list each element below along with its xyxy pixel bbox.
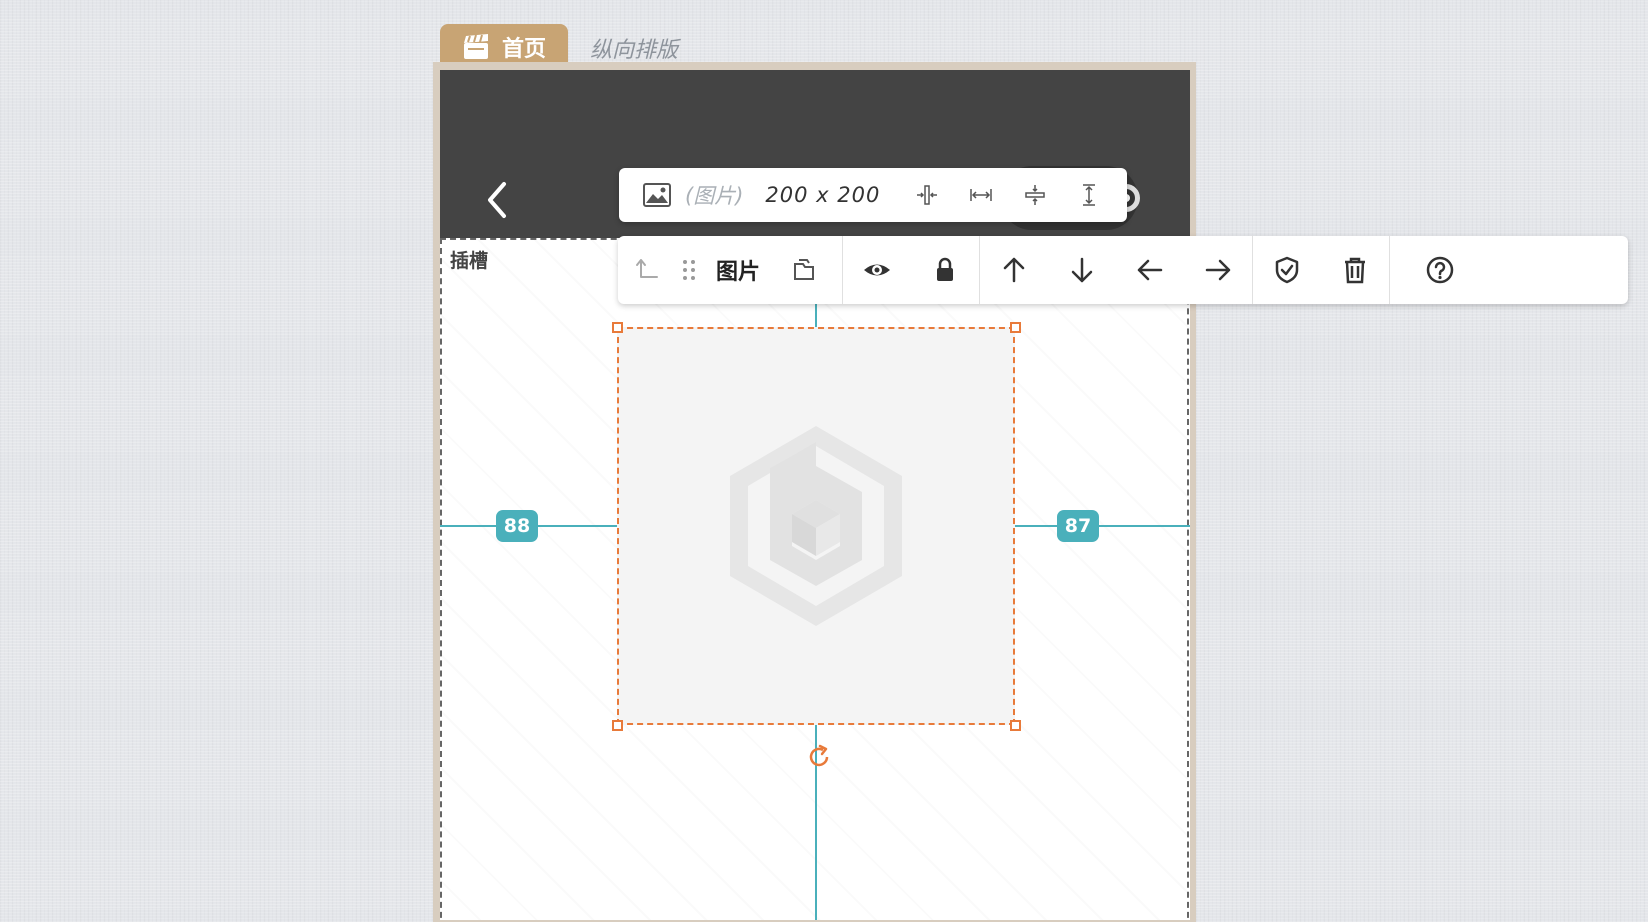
- help-circle-icon: [1426, 256, 1454, 284]
- select-parent-button[interactable]: [618, 236, 674, 304]
- element-toolbar: 图片: [618, 236, 1628, 304]
- copy-icon: [794, 259, 815, 280]
- placeholder-logo-icon: [730, 426, 902, 626]
- stretch-height-icon: [1083, 184, 1096, 206]
- toolbar-group-state: [843, 236, 981, 304]
- center-horizontal-button[interactable]: [913, 181, 941, 209]
- drag-handle-icon: [683, 260, 695, 280]
- element-size-label[interactable]: 200 x 200: [765, 183, 881, 207]
- stretch-width-button[interactable]: [967, 181, 995, 209]
- stretch-height-button[interactable]: [1075, 181, 1103, 209]
- resize-handle-top-right[interactable]: [1010, 322, 1021, 333]
- guide-line-bottom: [815, 725, 817, 920]
- align-center-horizontal-icon: [917, 185, 938, 205]
- clapperboard-icon: [463, 34, 488, 59]
- guide-line-right: [1015, 525, 1190, 527]
- level-up-icon: [636, 259, 658, 278]
- move-up-button[interactable]: [980, 236, 1048, 304]
- arrow-down-icon: [1071, 257, 1093, 283]
- rotate-icon[interactable]: [806, 744, 832, 770]
- image-property-toolbar: (图片) 200 x 200: [619, 168, 1127, 222]
- delete-button[interactable]: [1321, 236, 1389, 304]
- resize-handle-top-left[interactable]: [612, 322, 623, 333]
- visibility-button[interactable]: [843, 236, 911, 304]
- resize-handle-bottom-right[interactable]: [1010, 720, 1021, 731]
- image-icon: [643, 183, 671, 207]
- lock-button[interactable]: [911, 236, 979, 304]
- arrow-left-icon: [1137, 259, 1163, 281]
- measure-right-badge: 87: [1057, 510, 1099, 542]
- arrow-up-icon: [1003, 257, 1025, 283]
- selected-image[interactable]: [617, 327, 1015, 725]
- help-button[interactable]: [1390, 236, 1490, 304]
- arrow-right-icon: [1205, 259, 1231, 281]
- drag-handle[interactable]: [674, 236, 704, 304]
- chevron-left-icon[interactable]: [482, 180, 512, 220]
- toolbar-group-actions: [1253, 236, 1391, 304]
- tab-home-label: 首页: [501, 37, 546, 62]
- move-down-button[interactable]: [1048, 236, 1116, 304]
- toolbar-group-move: [980, 236, 1254, 304]
- eye-icon: [864, 264, 891, 276]
- shield-check-icon: [1275, 256, 1299, 284]
- toolbar-group-help: [1390, 236, 1490, 304]
- measure-left-badge: 88: [496, 510, 538, 542]
- center-vertical-button[interactable]: [1021, 181, 1049, 209]
- element-name-label: 图片: [716, 260, 761, 285]
- resize-handle-bottom-left[interactable]: [612, 720, 623, 731]
- element-type-label: (图片): [685, 184, 744, 208]
- toolbar-group-select: 图片: [618, 236, 844, 304]
- align-center-vertical-icon: [1025, 185, 1046, 205]
- slot-label: 插槽: [450, 250, 489, 272]
- stretch-width-icon: [970, 189, 993, 201]
- move-right-button[interactable]: [1184, 236, 1252, 304]
- move-left-button[interactable]: [1116, 236, 1184, 304]
- trash-icon: [1345, 257, 1366, 284]
- copy-button[interactable]: [770, 236, 842, 304]
- protect-button[interactable]: [1253, 236, 1321, 304]
- lock-icon: [937, 257, 954, 281]
- tab-vertical-layout[interactable]: 纵向排版: [590, 38, 679, 63]
